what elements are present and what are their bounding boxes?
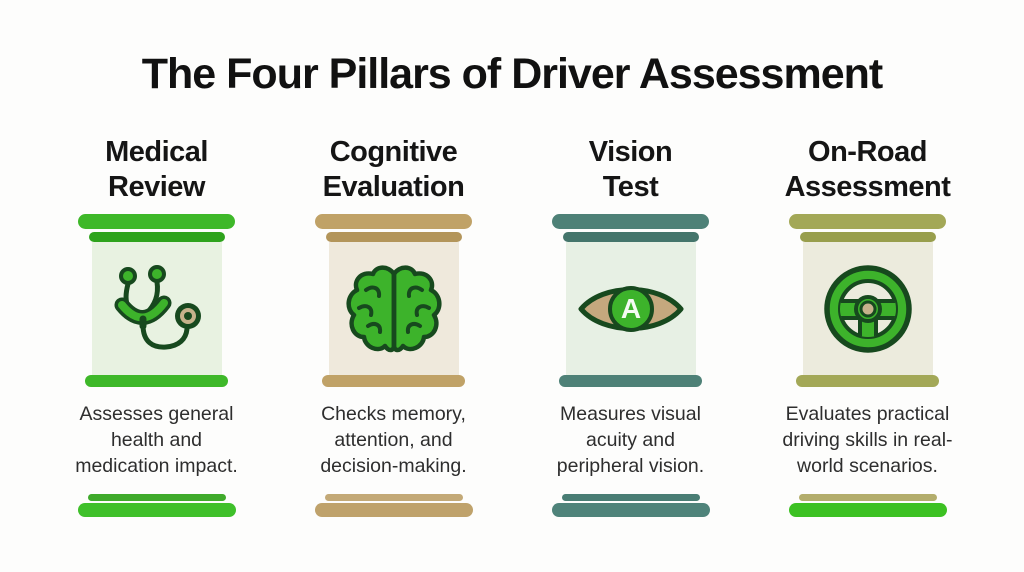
pillar-cap-top xyxy=(78,214,235,229)
underline-bar-thin xyxy=(798,494,937,501)
brain-icon xyxy=(346,264,441,352)
description-line: peripheral vision. xyxy=(556,455,705,477)
pillar-cap-bottom xyxy=(796,375,939,387)
heading-line: Test xyxy=(602,171,659,203)
underline-bar-thin xyxy=(87,494,226,501)
heading-line: Assessment xyxy=(784,171,951,203)
underline-bars xyxy=(788,494,947,517)
pillar-graphic: A xyxy=(552,214,709,387)
underline-bar-thin xyxy=(561,494,700,501)
description-line: health and xyxy=(110,429,203,451)
pillar-column-on-road-assessment: On-Road Assessment xyxy=(749,135,986,517)
description-line: attention, and xyxy=(334,429,453,451)
pillar-cap-bottom xyxy=(85,375,228,387)
underline-bar-thick xyxy=(314,503,473,517)
description-line: world scenarios. xyxy=(797,455,938,477)
pillar-description: Checks memory, attention, and decision-m… xyxy=(320,401,466,479)
eye-letter: A xyxy=(620,293,640,324)
pillar-heading: Vision Test xyxy=(589,135,673,207)
description-line: decision-making. xyxy=(320,455,467,477)
description-line: Assesses general xyxy=(79,403,234,425)
pillar-column-medical-review: Medical Review xyxy=(38,135,275,517)
description-line: Measures visual xyxy=(560,403,701,425)
pillar-body xyxy=(802,242,933,375)
pillar-description: Assesses general health and medication i… xyxy=(75,401,238,479)
pillar-columns: Medical Review xyxy=(0,135,1024,517)
steering-wheel-icon xyxy=(823,264,912,353)
description-line: medication impact. xyxy=(75,455,238,477)
pillar-heading: Medical Review xyxy=(105,135,208,207)
underline-bars xyxy=(551,494,710,517)
description-line: Evaluates practical xyxy=(785,403,950,425)
pillar-heading: On-Road Assessment xyxy=(785,135,951,207)
pillar-cap-top xyxy=(552,214,709,229)
infographic-title: The Four Pillars of Driver Assessment xyxy=(141,50,883,98)
pillar-heading: Cognitive Evaluation xyxy=(323,135,465,207)
heading-line: Review xyxy=(108,171,205,203)
underline-bar-thin xyxy=(324,494,463,501)
pillar-graphic xyxy=(78,214,235,387)
pillar-graphic xyxy=(789,214,946,387)
pillar-cap-bottom xyxy=(559,375,702,387)
underline-bars xyxy=(77,494,236,517)
heading-line: Evaluation xyxy=(322,171,465,203)
pillar-cap-inner xyxy=(799,232,936,242)
underline-bars xyxy=(314,494,473,517)
pillar-cap-top xyxy=(789,214,946,229)
pillar-body xyxy=(91,242,222,375)
underline-bar-thick xyxy=(77,503,236,517)
pillar-description: Measures visual acuity and peripheral vi… xyxy=(557,401,704,479)
pillar-column-vision-test: Vision Test A Measures visual acuity and xyxy=(512,135,749,517)
underline-bar-thick xyxy=(551,503,710,517)
description-line: acuity and xyxy=(586,429,675,451)
pillar-graphic xyxy=(315,214,472,387)
eye-icon: A xyxy=(578,285,683,332)
pillar-cap-top xyxy=(315,214,472,229)
heading-line: Medical xyxy=(105,136,208,168)
pillar-cap-inner xyxy=(325,232,462,242)
description-line: driving skills in real- xyxy=(782,429,953,451)
pillar-cap-inner xyxy=(88,232,225,242)
pillar-body: A xyxy=(565,242,696,375)
stethoscope-icon xyxy=(114,264,201,350)
description-line: Checks memory, xyxy=(321,403,466,425)
pillar-cap-bottom xyxy=(322,375,465,387)
heading-line: On-Road xyxy=(808,136,927,168)
pillar-column-cognitive-evaluation: Cognitive Evaluation xyxy=(275,135,512,517)
underline-bar-thick xyxy=(788,503,947,517)
heading-line: Vision xyxy=(588,136,673,168)
pillar-cap-inner xyxy=(562,232,699,242)
pillar-description: Evaluates practical driving skills in re… xyxy=(782,401,952,479)
pillar-body xyxy=(328,242,459,375)
heading-line: Cognitive xyxy=(329,136,458,168)
